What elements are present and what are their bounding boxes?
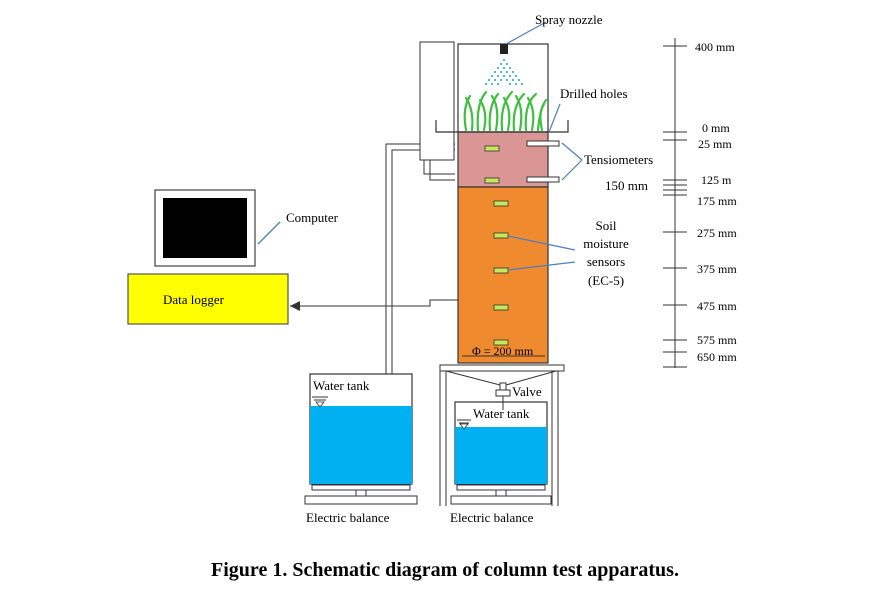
drain-tube xyxy=(385,143,455,374)
svg-text:Soil: Soil xyxy=(596,218,617,233)
scale-label-0: 0 mm xyxy=(702,121,730,135)
tensiometer-pointers xyxy=(561,142,583,181)
spray-pattern xyxy=(484,58,524,86)
scale-label-25: 25 mm xyxy=(698,137,732,151)
back-panel xyxy=(419,41,455,161)
scale-label-650: 650 mm xyxy=(697,350,737,364)
svg-text:(EC-5): (EC-5) xyxy=(588,273,624,288)
computer-screen xyxy=(163,198,247,258)
right-balance-label: Electric balance xyxy=(450,510,534,525)
depth-scale xyxy=(663,38,687,368)
diameter-label: Φ = 200 mm xyxy=(472,344,534,358)
scale-label-175: 175 mm xyxy=(697,194,737,208)
svg-text:moisture: moisture xyxy=(583,236,629,251)
computer-label: Computer xyxy=(286,210,339,225)
svg-text:sensors: sensors xyxy=(587,254,625,269)
scale-label-375: 375 mm xyxy=(697,262,737,276)
right-water-tank xyxy=(454,401,548,485)
tensiometer-lower xyxy=(526,176,560,183)
figure-caption: Figure 1. Schematic diagram of column te… xyxy=(211,559,679,581)
left-water-tank-label: Water tank xyxy=(313,378,370,393)
depth-scale-labels: 400 mm 0 mm 25 mm 125 m 175 mm 275 mm 37… xyxy=(695,40,737,364)
soil-layer-main xyxy=(457,186,549,364)
scale-label-475: 475 mm xyxy=(697,299,737,313)
tensiometer-upper xyxy=(526,140,560,147)
computer-pointer xyxy=(257,221,281,245)
column-flange xyxy=(435,120,569,133)
spray-nozzle-label: Spray nozzle xyxy=(535,12,603,27)
left-water-tank xyxy=(309,373,413,485)
soil-sensor-label: Soil moisture sensors (EC-5) xyxy=(583,218,629,288)
right-water-tank-label: Water tank xyxy=(473,406,530,421)
moisture-sensors xyxy=(484,145,509,346)
sensor-pointers xyxy=(507,235,576,271)
tensiometers xyxy=(526,140,560,183)
cable-arrow xyxy=(290,301,300,311)
spray-nozzle-pointer xyxy=(505,21,547,45)
tensiometer-depth-label: 150 mm xyxy=(605,178,648,193)
left-balance-label: Electric balance xyxy=(306,510,390,525)
valve-label: Valve xyxy=(512,384,542,399)
left-electric-balance xyxy=(304,484,418,505)
data-logger-box xyxy=(127,273,289,325)
drilled-holes-label: Drilled holes xyxy=(560,86,628,101)
spray-nozzle xyxy=(500,44,508,54)
scale-label-400: 400 mm xyxy=(695,40,735,54)
grass xyxy=(463,90,548,132)
sensor-cable xyxy=(290,299,460,307)
scale-label-125: 125 m xyxy=(701,173,732,187)
drilled-holes-pointer xyxy=(548,103,561,133)
right-electric-balance xyxy=(450,484,552,505)
data-logger-label: Data logger xyxy=(163,292,225,307)
tensiometers-label: Tensiometers xyxy=(584,152,653,167)
scale-label-575: 575 mm xyxy=(697,333,737,347)
computer xyxy=(154,189,256,267)
scale-label-275: 275 mm xyxy=(697,226,737,240)
